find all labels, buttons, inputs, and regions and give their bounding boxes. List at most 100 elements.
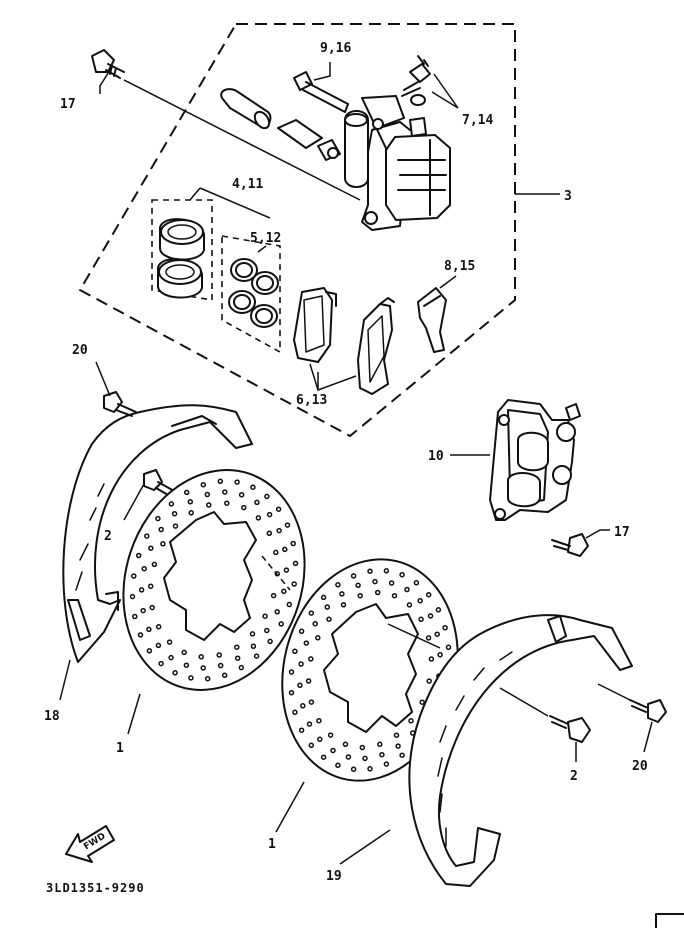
slide-pin-lower: [277, 119, 341, 161]
disc-hole: [166, 639, 173, 645]
disc-hole: [326, 616, 332, 622]
fwd-arrow-icon: FWD: [65, 825, 115, 863]
callout-18: 18: [44, 709, 60, 724]
disc-hole: [131, 573, 137, 579]
disc-hole: [138, 587, 145, 593]
disc-hole: [288, 669, 295, 675]
disc-hole: [172, 523, 179, 529]
disc-hole: [149, 604, 155, 611]
disc-hole: [188, 510, 194, 516]
disc-hole: [168, 654, 174, 661]
disc-hole: [216, 652, 222, 658]
disc-hole: [275, 506, 282, 512]
disc-hole: [183, 662, 190, 668]
disc-hole: [204, 491, 211, 498]
dust-cover-right: [408, 614, 633, 887]
disc-hole: [320, 754, 327, 760]
disc-hole: [367, 766, 373, 772]
disc-hole: [355, 582, 361, 589]
disc-hole: [425, 635, 432, 641]
callout-2-right: 2: [570, 769, 578, 784]
dust-cover-left: [62, 404, 253, 663]
disc-hole: [404, 586, 410, 593]
disc-hole: [283, 567, 290, 573]
disc-hole: [274, 609, 280, 615]
disc-hole: [374, 589, 381, 596]
disc-hole: [393, 732, 400, 738]
callout-6-13: 6,13: [296, 393, 327, 408]
callout-1-right: 1: [268, 837, 276, 852]
callout-20-left: 20: [72, 343, 88, 358]
corner-bracket: [655, 913, 684, 928]
disc-hole: [406, 602, 413, 608]
disc-hole: [298, 727, 305, 733]
disc-hole: [292, 648, 298, 655]
callout-5-12: 5,12: [250, 231, 281, 246]
disc-hole: [141, 565, 147, 572]
disc-hole: [367, 568, 373, 574]
disc-hole: [137, 632, 144, 638]
disc-hole: [151, 561, 158, 568]
disc-hole: [399, 571, 405, 578]
disc-hole: [298, 628, 305, 635]
disc-hole: [308, 742, 315, 749]
disc-hole: [249, 631, 256, 637]
disc-hole: [342, 741, 349, 748]
disc-hole: [437, 651, 443, 658]
disc-hole: [172, 670, 178, 676]
disc-hole: [148, 545, 154, 551]
disc-hole: [320, 594, 327, 601]
disc-hole: [281, 588, 287, 595]
disc-hole: [270, 592, 277, 599]
disc-hole: [183, 489, 190, 496]
caliper-bolt-right: [551, 533, 589, 557]
disc-hole: [204, 675, 211, 682]
disc-hole: [395, 743, 401, 749]
disc-hole: [345, 754, 352, 760]
callout-3: 3: [564, 189, 572, 204]
disc-hole: [308, 699, 315, 705]
disc-hole: [418, 616, 424, 623]
disc-hole: [340, 602, 347, 608]
diagram-code: 3LD1351-9290: [46, 881, 145, 895]
disc-hole: [135, 552, 142, 559]
disc-hole: [238, 664, 245, 671]
disc-hole: [286, 601, 293, 608]
caliper-bolt-top: [91, 49, 125, 79]
disc-hole: [250, 643, 257, 650]
disc-hole: [217, 662, 224, 669]
cover-bolt-right: [629, 699, 667, 723]
disc-holes-left: [129, 478, 299, 682]
disc-hole: [383, 568, 390, 574]
disc-hole: [200, 665, 206, 671]
disc-hole: [241, 504, 247, 511]
disc-hole: [264, 493, 270, 500]
slide-pin-bolt: [293, 71, 349, 113]
disc-hole: [276, 527, 282, 534]
disc-hole: [266, 511, 273, 518]
disc-hole: [234, 644, 240, 650]
disc-hole: [327, 732, 334, 738]
disc-hole: [278, 621, 284, 627]
disc-hole: [288, 689, 295, 696]
cover-bolt-left: [103, 391, 137, 417]
disc-hole: [330, 747, 336, 754]
disc-hole: [155, 642, 162, 649]
disc-hole: [146, 648, 153, 654]
callout-4-11: 4,11: [232, 177, 263, 192]
disc-hole: [362, 755, 368, 762]
disc-hole: [221, 672, 228, 679]
disc-hole: [255, 515, 262, 521]
piston-set-boundary: [151, 199, 213, 301]
disc-hole: [317, 736, 323, 743]
disc-hole: [188, 675, 194, 681]
disc-hole: [377, 741, 383, 748]
disc-hole: [312, 620, 318, 627]
brake-pad-right: [357, 297, 395, 395]
callout-19: 19: [326, 869, 342, 884]
disc-hole: [391, 592, 398, 599]
disc-hole: [417, 597, 423, 604]
disc-hole: [434, 631, 440, 637]
disc-hole: [413, 580, 420, 586]
